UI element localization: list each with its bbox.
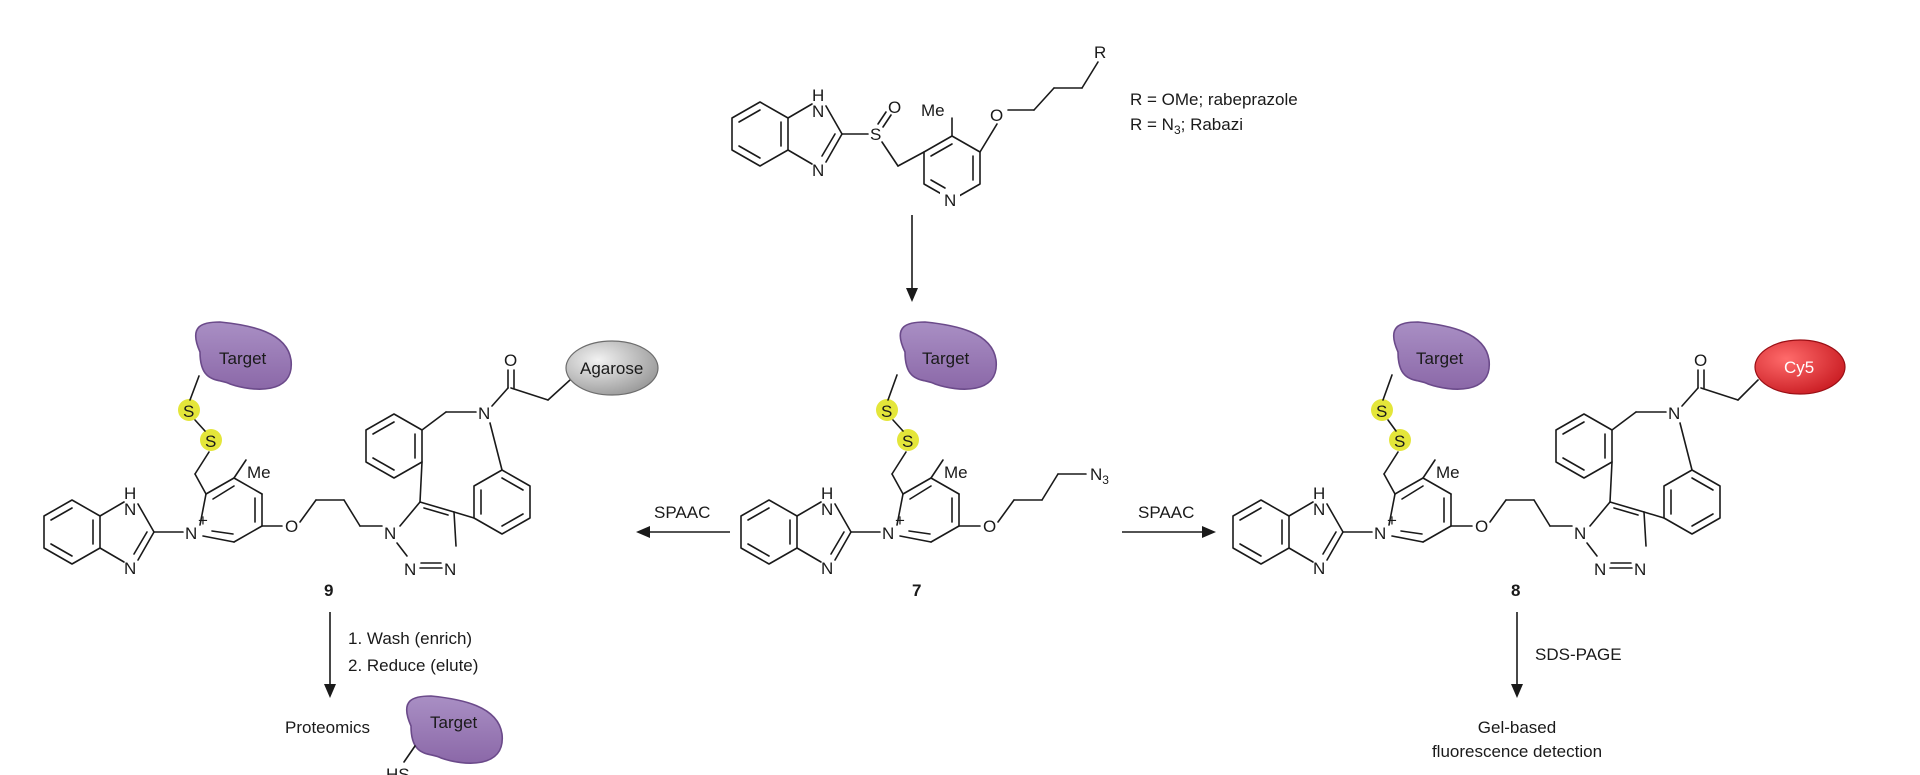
target-label: Target (1416, 349, 1464, 368)
target-protein-blob (899, 321, 997, 390)
triazole-n2-label: N (404, 560, 416, 579)
nh-label: N (124, 500, 136, 519)
plus-charge: + (1387, 511, 1397, 530)
triazole-n3-label: N (444, 560, 456, 579)
h-label: H (124, 484, 136, 503)
compound-8-number: 8 (1511, 581, 1520, 600)
compound-9: Target S S H N N N + Me (43, 321, 659, 579)
rabeprazole-legend: R = OMe; rabeprazole (1130, 90, 1298, 109)
s-label-1: S (1376, 402, 1387, 421)
arrow-spaac-left (636, 526, 730, 538)
agarose-bead (565, 340, 659, 396)
methyl-label: Me (247, 463, 271, 482)
arrow-spaac-right (1122, 526, 1216, 538)
triazole-n1-label: N (384, 524, 396, 543)
proteomics-label: Proteomics (285, 718, 370, 737)
readout-line-2: fluorescence detection (1432, 742, 1602, 761)
target-label: Target (922, 349, 970, 368)
sulfinyl-o-label: O (888, 98, 901, 117)
sulfinyl-s-label: S (870, 125, 881, 144)
compound-9-number: 9 (324, 581, 333, 600)
disulfide-highlight-1 (876, 399, 898, 421)
n-label: N (812, 161, 824, 180)
ether-o-label: O (990, 106, 1003, 125)
triazole-n1-label: N (1574, 524, 1586, 543)
disulfide-highlight-2 (897, 429, 919, 451)
ether-o-label: O (983, 517, 996, 536)
rabazi-legend: R = N3; Rabazi (1130, 115, 1243, 137)
s-label-1: S (881, 402, 892, 421)
ether-o-label: O (1475, 517, 1488, 536)
target-label: Target (219, 349, 267, 368)
cy5-dye (1754, 339, 1846, 395)
disulfide-highlight-2 (1389, 429, 1411, 451)
target-protein-blob (194, 321, 292, 390)
s-label-2: S (1394, 432, 1405, 451)
spaac-left-label: SPAAC (654, 503, 710, 522)
nh-label: N (1313, 500, 1325, 519)
carbonyl-o-label: O (504, 351, 517, 370)
released-target-blob (405, 695, 503, 764)
triazole-n3-label: N (1634, 560, 1646, 579)
plus-charge: + (198, 511, 208, 530)
nh-n-label: N (812, 102, 824, 121)
arrow-down-from-8 (1511, 612, 1523, 698)
s-label-1: S (183, 402, 194, 421)
s-label-2: S (902, 432, 913, 451)
rabeprazole-structure: H N N S O N Me O R (731, 43, 1106, 210)
arrow-down-from-9 (324, 612, 336, 698)
disulfide-highlight-1 (1371, 399, 1393, 421)
n-label: N (1313, 559, 1325, 578)
azide-label: N3 (1090, 465, 1109, 487)
h-label: H (821, 484, 833, 503)
triazole-n2-label: N (1594, 560, 1606, 579)
readout-line-1: Gel-based (1478, 718, 1556, 737)
compound-7-number: 7 (912, 581, 921, 600)
amide-n-label: N (478, 404, 490, 423)
compound-7: Target S S H N N N + Me (740, 321, 1109, 578)
pyridinium-n-label: N (1374, 524, 1386, 543)
disulfide-highlight-1 (178, 399, 200, 421)
step-reduce-elute: 2. Reduce (elute) (348, 656, 478, 675)
pyridinium-n-label: N (882, 524, 894, 543)
carbonyl-o-label: O (1694, 351, 1707, 370)
n-label: N (124, 559, 136, 578)
spaac-right-label: SPAAC (1138, 503, 1194, 522)
methyl-label: Me (944, 463, 968, 482)
r-group-label: R (1094, 43, 1106, 62)
arrow-down-to-7 (906, 215, 918, 302)
agarose-label: Agarose (580, 359, 643, 378)
sds-page-label: SDS-PAGE (1535, 645, 1622, 664)
h-label: H (1313, 484, 1325, 503)
amide-n-label: N (1668, 404, 1680, 423)
released-target-label: Target (430, 713, 478, 732)
target-protein-blob (1392, 321, 1490, 390)
n-label: N (821, 559, 833, 578)
nh-label: N (821, 500, 833, 519)
compound-8: Target S S H N N N + Me (1232, 321, 1846, 579)
plus-charge: + (895, 511, 905, 530)
nh-h-label: H (812, 86, 824, 105)
pyridine-n-label: N (944, 191, 956, 210)
cy5-label: Cy5 (1784, 358, 1814, 377)
methyl-label: Me (1436, 463, 1460, 482)
thiol-hs-label: HS (386, 765, 410, 775)
ether-o-label: O (285, 517, 298, 536)
disulfide-highlight-2 (200, 429, 222, 451)
s-label-2: S (205, 432, 216, 451)
step-wash-enrich: 1. Wash (enrich) (348, 629, 472, 648)
methyl-label: Me (921, 101, 945, 120)
pyridinium-n-label: N (185, 524, 197, 543)
